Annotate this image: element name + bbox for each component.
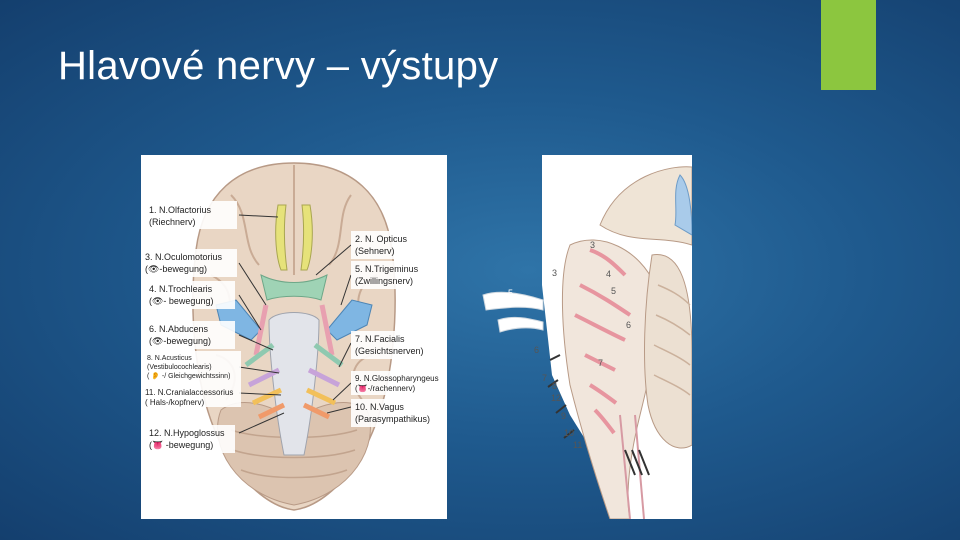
label-opticus: 2. N. Opticus (Sehnerv) <box>351 231 427 259</box>
label-trochlearis: 4. N.Trochlearis (👁- bewegung) <box>145 281 235 309</box>
label-abducens: 6. N.Abducens (👁-bewegung) <box>145 321 235 349</box>
brain-base-illustration: 1. N.Olfactorius (Riechnerv) 2. N. Optic… <box>143 162 445 511</box>
svg-text:(Sehnerv): (Sehnerv) <box>355 246 395 256</box>
sagittal-section-figure <box>540 155 693 520</box>
brain-base-figure: 1. N.Olfactorius (Riechnerv) 2. N. Optic… <box>141 155 447 519</box>
label-cranialaccessorius: 11. N.Cranialaccessorius ( Hals-/kopfner… <box>143 385 241 407</box>
svg-text:7. N.Facialis: 7. N.Facialis <box>355 334 405 344</box>
svg-text:4. N.Trochlearis: 4. N.Trochlearis <box>149 284 213 294</box>
label-glossopharyngeus: 9. N.Glossopharyngeus (👅-/rachennerv) <box>351 371 445 395</box>
svg-text:8. N.Acusticus: 8. N.Acusticus <box>147 355 192 362</box>
svg-text:(👅 -bewegung): (👅 -bewegung) <box>149 440 213 450</box>
svg-text:( Hals-/kopfnerv): ( Hals-/kopfnerv) <box>145 398 204 407</box>
svg-text:10. N.Vagus: 10. N.Vagus <box>355 402 404 412</box>
svg-text:(Gesichtsnerven): (Gesichtsnerven) <box>355 346 424 356</box>
svg-text:12. N.Hypoglossus: 12. N.Hypoglossus <box>149 428 225 438</box>
label-olfactorius: 1. N.Olfactorius (Riechnerv) <box>145 201 237 229</box>
label-facialis: 7. N.Facialis (Gesichtsnerven) <box>351 331 443 359</box>
svg-text:( 👂 -/ Gleichgewichtssinn): ( 👂 -/ Gleichgewichtssinn) <box>147 371 230 380</box>
svg-text:6. N.Abducens: 6. N.Abducens <box>149 324 209 334</box>
slide-title: Hlavové nervy – výstupy <box>58 44 499 88</box>
accent-bar <box>821 0 876 90</box>
svg-text:9. N.Glossopharyngeus: 9. N.Glossopharyngeus <box>355 374 439 383</box>
svg-text:(Vestibulocochlearis): (Vestibulocochlearis) <box>147 364 212 371</box>
label-trigeminus: 5. N.Trigeminus (Zwillingsnerv) <box>351 261 441 289</box>
svg-text:1. N.Olfactorius: 1. N.Olfactorius <box>149 205 212 215</box>
optic-nerve-stub <box>482 291 544 333</box>
svg-text:(👅-/rachennerv): (👅-/rachennerv) <box>355 384 416 393</box>
svg-text:2. N. Opticus: 2. N. Opticus <box>355 234 408 244</box>
label-vagus: 10. N.Vagus (Parasympathikus) <box>351 399 441 427</box>
sagittal-section-illustration <box>542 155 693 520</box>
svg-text:(Parasympathikus): (Parasympathikus) <box>355 414 430 424</box>
svg-text:5. N.Trigeminus: 5. N.Trigeminus <box>355 264 419 274</box>
label-oculomotorius: 3. N.Oculomotorius (👁-bewegung) <box>143 249 237 277</box>
label-hypoglossus: 12. N.Hypoglossus (👅 -bewegung) <box>145 425 235 453</box>
svg-text:(Zwillingsnerv): (Zwillingsnerv) <box>355 276 413 286</box>
svg-text:(👁- bewegung): (👁- bewegung) <box>149 296 213 306</box>
svg-text:3. N.Oculomotorius: 3. N.Oculomotorius <box>145 252 223 262</box>
svg-text:11. N.Cranialaccessorius: 11. N.Cranialaccessorius <box>145 388 233 397</box>
svg-text:(👁-bewegung): (👁-bewegung) <box>149 336 211 346</box>
svg-text:(Riechnerv): (Riechnerv) <box>149 217 196 227</box>
svg-text:(👁-bewegung): (👁-bewegung) <box>145 264 207 274</box>
label-acusticus: 8. N.Acusticus (Vestibulocochlearis) ( 👂… <box>145 351 241 385</box>
